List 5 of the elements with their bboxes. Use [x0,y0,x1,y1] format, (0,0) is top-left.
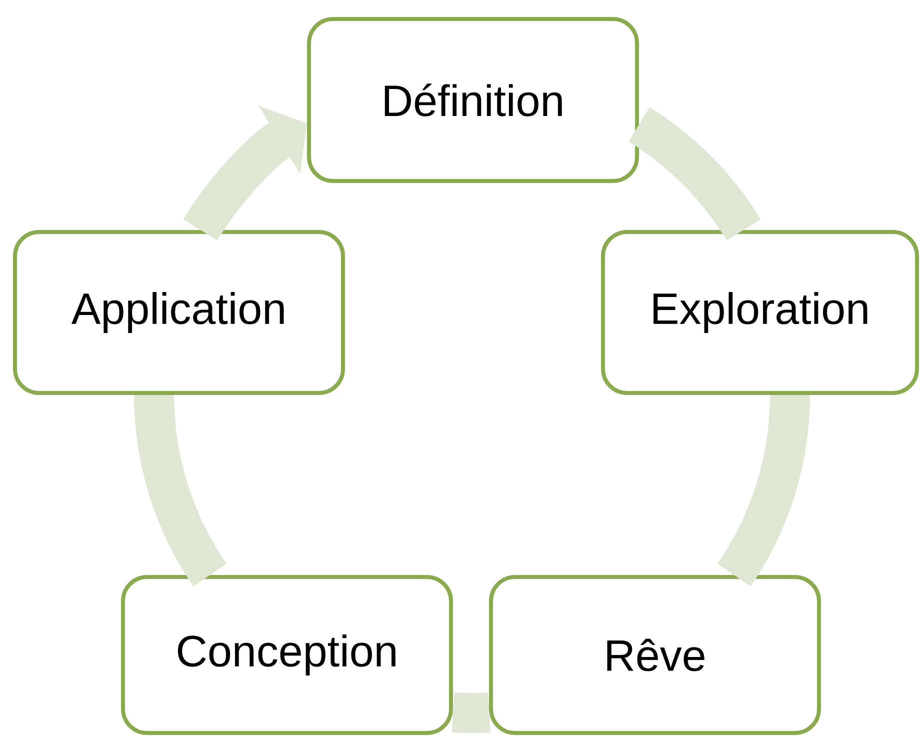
process-box: Définition [307,17,639,183]
process-box: Conception [121,575,453,735]
process-box: Application [13,230,345,395]
process-box: Rêve [489,575,821,735]
process-box: Exploration [601,230,919,395]
